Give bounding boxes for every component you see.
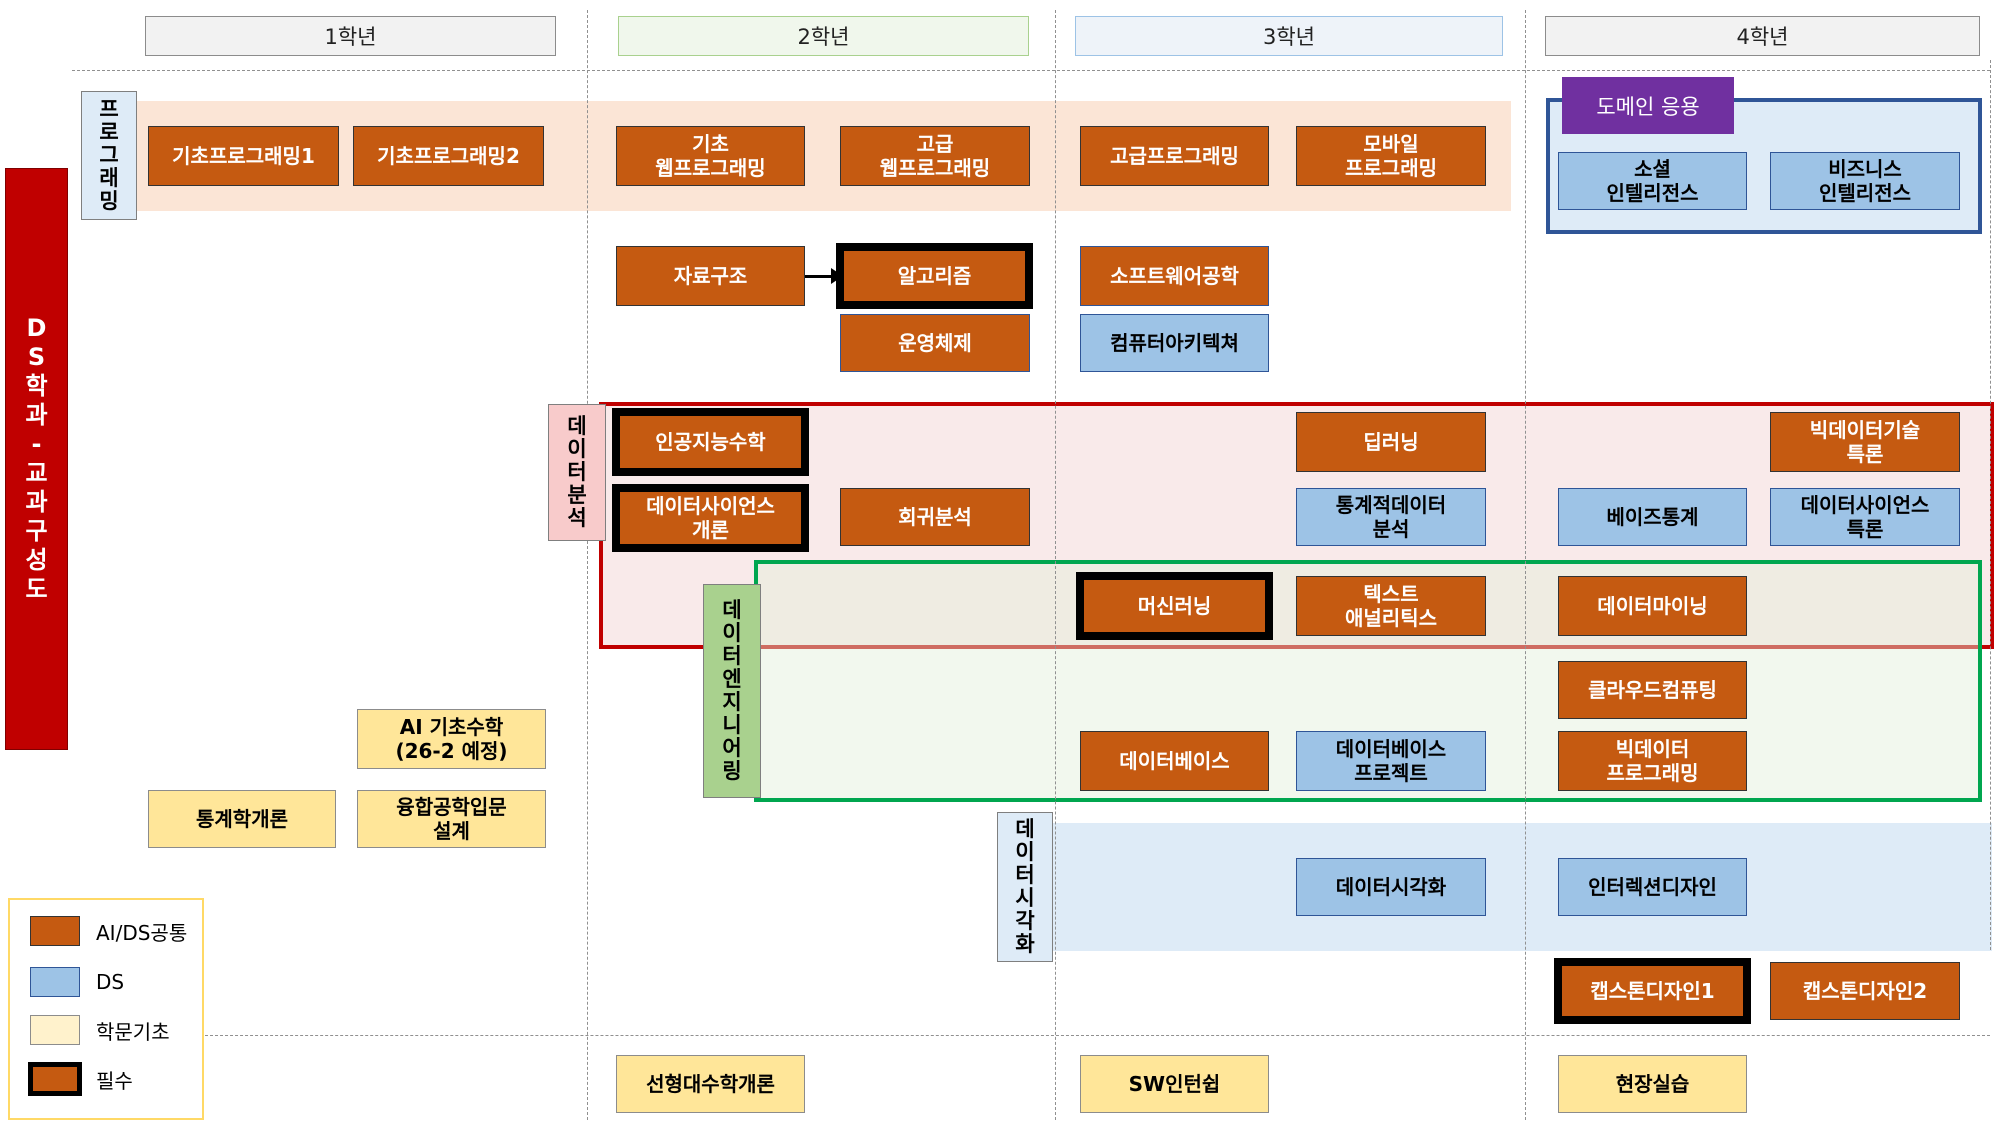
course-deep-learning[interactable]: 딥러닝 [1296, 412, 1486, 472]
course-database[interactable]: 데이터베이스 [1080, 731, 1269, 791]
domain-area-label: 도메인 응용 [1562, 77, 1734, 134]
course-ds-topics[interactable]: 데이터사이언스 특론 [1770, 488, 1960, 546]
right-edge-line [1990, 60, 1991, 950]
course-ai-basic-math[interactable]: AI 기초수학 (26-2 예정) [357, 709, 546, 769]
course-sw-internship[interactable]: SW인턴쉽 [1080, 1055, 1269, 1113]
course-capstone2[interactable]: 캡스톤디자인2 [1770, 962, 1960, 1020]
course-basic-prog2[interactable]: 기초프로그래밍2 [353, 126, 544, 186]
legend-label-required: 필수 [96, 1068, 133, 1093]
course-basic-prog1[interactable]: 기초프로그래밍1 [148, 126, 339, 186]
course-ai-math[interactable]: 인공지능수학 [612, 408, 809, 476]
course-data-vis[interactable]: 데이터시각화 [1296, 858, 1486, 916]
course-data-mining[interactable]: 데이터마이닝 [1558, 576, 1747, 636]
header-divider [72, 70, 1990, 71]
course-os[interactable]: 운영체제 [840, 314, 1030, 372]
year-header-1: 1학년 [145, 16, 556, 56]
visualization-area-label: 데 이 터 시 각 화 [997, 812, 1053, 962]
year-header-3: 3학년 [1075, 16, 1503, 56]
programming-band [108, 101, 1511, 211]
course-statistics-intro[interactable]: 통계학개론 [148, 790, 336, 848]
year-divider-3 [1525, 10, 1526, 1120]
course-field-practice[interactable]: 현장실습 [1558, 1055, 1747, 1113]
legend-swatch-required [28, 1062, 82, 1096]
course-db-project[interactable]: 데이터베이스 프로젝트 [1296, 731, 1486, 791]
legend: AI/DS공통 DS 학문기초 필수 [8, 898, 204, 1120]
course-mobile-prog[interactable]: 모바일 프로그래밍 [1296, 126, 1486, 186]
course-machine-learning[interactable]: 머신러닝 [1076, 572, 1273, 640]
course-capstone1[interactable]: 캡스톤디자인1 [1554, 958, 1751, 1024]
course-regression[interactable]: 회귀분석 [840, 488, 1030, 546]
course-interaction-design[interactable]: 인터렉션디자인 [1558, 858, 1747, 916]
course-algorithm[interactable]: 알고리즘 [836, 243, 1033, 309]
course-social-intel[interactable]: 소셜 인텔리전스 [1558, 152, 1747, 210]
course-bigdata-prog[interactable]: 빅데이터 프로그래밍 [1558, 731, 1747, 791]
prereq-arrow [805, 275, 837, 278]
visualization-band [1022, 823, 1992, 951]
course-cloud[interactable]: 클라우드컴퓨팅 [1558, 661, 1747, 719]
side-title: D S 학 과 - 교 과 구 성 도 [5, 168, 68, 750]
programming-area-label: 프 로 그 래 밍 [81, 91, 137, 220]
course-ds-intro[interactable]: 데이터사이언스 개론 [612, 484, 809, 552]
course-business-intel[interactable]: 비즈니스 인텔리전스 [1770, 152, 1960, 210]
legend-label-ds: DS [96, 970, 125, 994]
course-comp-arch[interactable]: 컴퓨터아키텍쳐 [1080, 314, 1269, 372]
course-stat-data-analysis[interactable]: 통계적데이터 분석 [1296, 488, 1486, 546]
course-bigdata-topics[interactable]: 빅데이터기술 특론 [1770, 412, 1960, 472]
course-linear-algebra[interactable]: 선형대수학개론 [616, 1055, 805, 1113]
year-divider-1 [587, 10, 588, 1120]
course-bayes-stat[interactable]: 베이즈통계 [1558, 488, 1747, 546]
course-text-analytics[interactable]: 텍스트 애널리틱스 [1296, 576, 1486, 636]
course-adv-web[interactable]: 고급 웹프로그래밍 [840, 126, 1030, 186]
year-header-4: 4학년 [1545, 16, 1980, 56]
legend-swatch-basic [30, 1015, 80, 1045]
legend-label-basic: 학문기초 [96, 1019, 170, 1044]
legend-swatch-ds [30, 967, 80, 997]
legend-swatch-ai-ds [30, 916, 80, 946]
course-software-eng[interactable]: 소프트웨어공학 [1080, 246, 1269, 306]
course-convergence-eng[interactable]: 융합공학입문 설계 [357, 790, 546, 848]
engineering-area-label: 데 이 터 엔 지 니 어 링 [703, 584, 761, 798]
legend-label-ai-ds: AI/DS공통 [96, 920, 188, 945]
course-adv-prog[interactable]: 고급프로그래밍 [1080, 126, 1269, 186]
bottom-divider [205, 1035, 1990, 1036]
course-data-structure[interactable]: 자료구조 [616, 246, 805, 306]
course-basic-web[interactable]: 기초 웹프로그래밍 [616, 126, 805, 186]
year-divider-2 [1055, 10, 1056, 1120]
analysis-area-label: 데 이 터 분 석 [548, 404, 606, 541]
year-header-2: 2학년 [618, 16, 1029, 56]
